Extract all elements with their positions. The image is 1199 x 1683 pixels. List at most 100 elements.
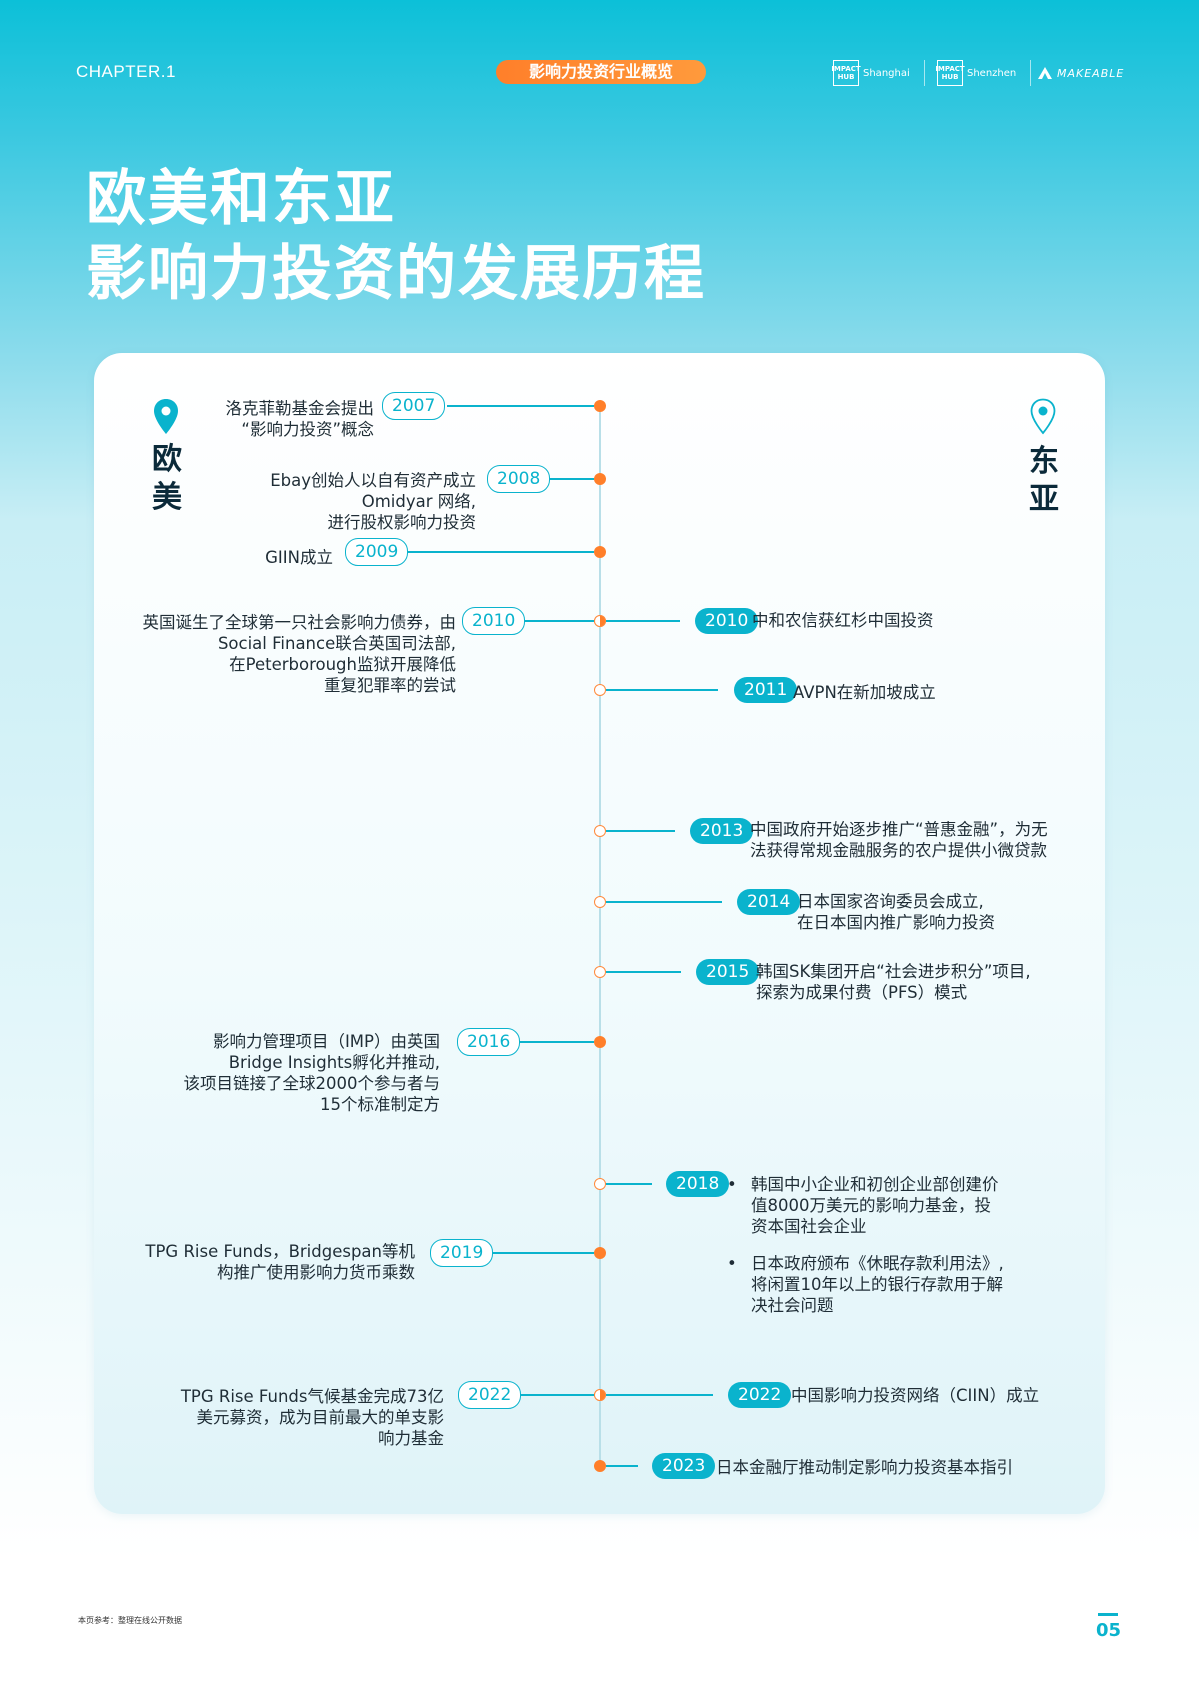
- connector-line: [606, 1183, 652, 1185]
- event-line: 15个标准制定方: [320, 1095, 440, 1114]
- timeline-dot: [594, 1178, 606, 1190]
- event-line: TPG Rise Funds，Bridgespan等机: [145, 1242, 415, 1261]
- event-text: TPG Rise Funds，Bridgespan等机构推广使用影响力货币乘数: [145, 1241, 415, 1283]
- connector-line: [405, 551, 594, 553]
- event-line: 进行股权影响力投资: [327, 513, 477, 532]
- connector-line: [480, 1252, 594, 1254]
- event-text: 韩国中小企业和初创企业部创建价值8000万美元的影响力基金，投资本国社会企业日本…: [727, 1174, 1004, 1332]
- event-line: 英国诞生了全球第一只社会影响力债券，由: [142, 613, 457, 632]
- page-number: 05: [1096, 1620, 1122, 1641]
- page-title-line1: 欧美和东亚: [86, 164, 396, 234]
- event-text: 日本金融厅推动制定影响力投资基本指引: [716, 1457, 1013, 1478]
- event-line: 中国影响力投资网络（CIIN）成立: [791, 1386, 1040, 1405]
- event-text: TPG Rise Funds气候基金完成73亿美元募资，成为目前最大的单支影响力…: [181, 1386, 444, 1449]
- event-line: 响力基金: [378, 1429, 444, 1448]
- event-line: GIIN成立: [265, 548, 333, 567]
- timeline-axis: [599, 405, 601, 1465]
- event-text: 韩国SK集团开启“社会进步积分”项目, 探索为成果付费（PFS）模式: [756, 961, 1031, 1003]
- event-line: 影响力管理项目（IMP）由英国: [212, 1032, 440, 1051]
- event-line: 美元募资，成为目前最大的单支影: [196, 1408, 445, 1427]
- event-text: AVPN在新加坡成立: [793, 682, 936, 703]
- event-line: Omidyar 网络,: [361, 492, 476, 511]
- connector-line: [548, 478, 594, 480]
- timeline-dot: [594, 966, 606, 978]
- impact-hub-shenzhen-logo: IMPACT HUB Shenzhen: [935, 58, 1032, 88]
- source-note: 本页参考：整理在线公开数据: [78, 1616, 182, 1625]
- connector-line: [447, 405, 594, 407]
- event-text: Ebay创始人以自有资产成立 Omidyar 网络, 进行股权影响力投资: [270, 470, 476, 533]
- event-line: 将闲置10年以上的银行存款用于解: [751, 1275, 1003, 1294]
- event-line: 日本国家咨询委员会成立,: [797, 892, 984, 911]
- connector-line: [606, 1394, 713, 1396]
- location-pin-icon: [154, 399, 178, 434]
- year-pill: 2018: [666, 1171, 730, 1197]
- event-line: TPG Rise Funds气候基金完成73亿: [180, 1387, 444, 1406]
- connector-line: [518, 1394, 594, 1396]
- event-line: Bridge Insights孵化并推动,: [228, 1053, 440, 1072]
- connector-line: [606, 830, 675, 832]
- year-pill: 2019: [430, 1239, 494, 1267]
- connector-line: [606, 689, 718, 691]
- logo-name: Shanghai: [863, 67, 910, 79]
- event-text: GIIN成立: [265, 547, 333, 568]
- timeline-dot: [594, 896, 606, 908]
- connector-line: [606, 1465, 638, 1467]
- event-text: 中国影响力投资网络（CIIN）成立: [791, 1385, 1039, 1406]
- year-pill: 2015: [696, 959, 760, 985]
- event-line: 中和农信获红杉中国投资: [752, 611, 934, 630]
- timeline-dot: [594, 546, 606, 558]
- event-line: 日本政府颁布《休眠存款利用法》,: [751, 1254, 1004, 1273]
- connector-line: [606, 971, 681, 973]
- region-label-text: 欧美: [152, 442, 182, 515]
- page-number-bar: [1098, 1613, 1118, 1616]
- event-line: 韩国中小企业和初创企业部创建价: [751, 1175, 999, 1194]
- event-line: 法获得常规金融服务的农户提供小微贷款: [750, 841, 1047, 860]
- event-line: “影响力投资”概念: [241, 420, 374, 439]
- event-line: 构推广使用影响力货币乘数: [217, 1263, 415, 1282]
- event-line: 决社会问题: [751, 1296, 834, 1315]
- event-line: 中国政府开始逐步推广“普惠金融”，为无: [750, 820, 1048, 839]
- year-pill: 2009: [345, 538, 409, 566]
- timeline-dot: [594, 615, 606, 627]
- timeline-dot: [594, 1460, 606, 1472]
- year-pill: 2011: [734, 677, 798, 703]
- region-label-east: 东亚: [1026, 443, 1062, 519]
- year-pill: 2008: [487, 465, 551, 493]
- impact-hub-shanghai-logo: IMPACT HUB Shanghai: [831, 58, 925, 88]
- year-pill: 2023: [652, 1453, 716, 1479]
- year-pill: 2014: [737, 889, 801, 915]
- makeable-mark-icon: [1038, 67, 1052, 79]
- year-pill: 2007: [382, 392, 446, 420]
- makeable-logo: MAKEABLE: [1037, 58, 1124, 88]
- event-line: 韩国SK集团开启“社会进步积分”项目,: [756, 962, 1031, 981]
- event-line: 日本金融厅推动制定影响力投资基本指引: [716, 1458, 1013, 1477]
- event-line: Social Finance联合英国司法部,: [217, 634, 456, 653]
- event-line: AVPN在新加坡成立: [793, 683, 936, 702]
- year-pill: 2010: [695, 608, 759, 634]
- event-line: Ebay创始人以自有资产成立: [270, 471, 476, 490]
- event-text: 日本国家咨询委员会成立,在日本国内推广影响力投资: [797, 891, 995, 933]
- timeline-dot: [594, 1389, 606, 1401]
- chapter-label: CHAPTER.1: [76, 62, 176, 81]
- timeline-dot: [594, 1036, 606, 1048]
- event-line: 探索为成果付费（PFS）模式: [756, 983, 968, 1002]
- year-pill: 2016: [457, 1028, 521, 1056]
- event-text: 中国政府开始逐步推广“普惠金融”，为无法获得常规金融服务的农户提供小微贷款: [750, 819, 1048, 861]
- connector-line: [606, 620, 680, 622]
- region-label-text: 东亚: [1029, 444, 1059, 517]
- event-line: 资本国社会企业: [751, 1217, 867, 1236]
- timeline-dot: [594, 684, 606, 696]
- logo-name: MAKEABLE: [1057, 66, 1125, 80]
- year-pill: 2010: [462, 607, 526, 635]
- year-pill: 2022: [728, 1382, 792, 1408]
- timeline-dot: [594, 1247, 606, 1259]
- connector-line: [520, 620, 594, 622]
- logo-box: IMPACT HUB: [935, 60, 965, 86]
- timeline-dot: [594, 400, 606, 412]
- connector-line: [518, 1041, 594, 1043]
- event-line: 在Peterborough监狱开展降低: [229, 655, 456, 674]
- location-pin-outline-icon: [1030, 398, 1056, 435]
- logo-box: IMPACT HUB: [831, 60, 861, 86]
